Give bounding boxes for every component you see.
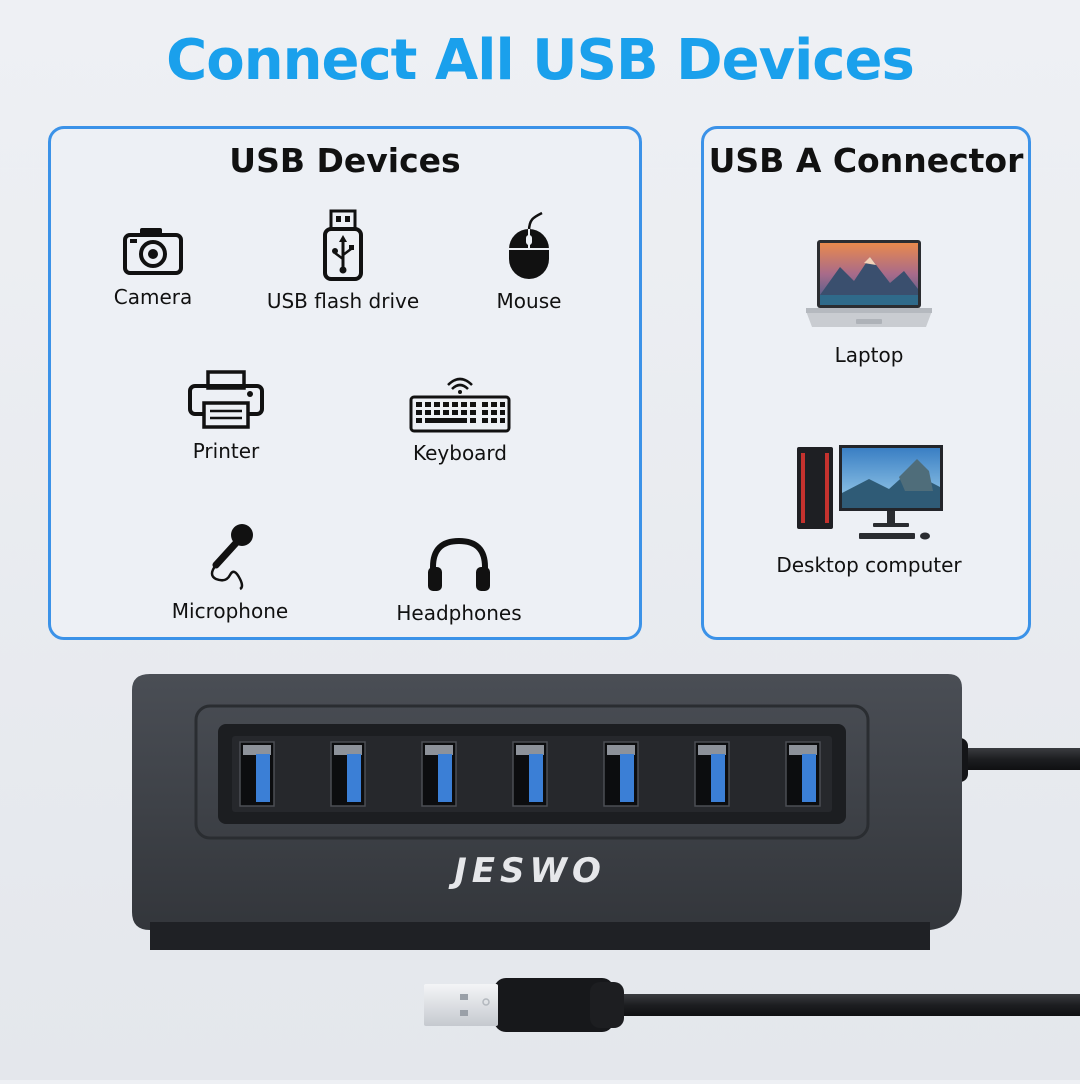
device-label: Mouse <box>496 289 562 313</box>
usb-a-connector-title: USB A Connector <box>708 141 1024 180</box>
keyboard-icon <box>409 377 511 433</box>
hub-base <box>150 922 930 950</box>
device-label: USB flash drive <box>266 289 420 313</box>
usb-devices-title: USB Devices <box>229 141 461 180</box>
desktop-computer-icon <box>797 445 943 540</box>
headphones-icon <box>428 537 490 591</box>
device-headphones: Headphones <box>389 537 529 625</box>
device-mouse: Mouse <box>479 211 579 313</box>
usb-port <box>512 741 548 807</box>
usb-devices-panel: USB Devices Camera USB flash drive <box>48 126 642 640</box>
laptop-icon <box>806 240 932 327</box>
device-printer: Printer <box>176 369 276 463</box>
camera-icon <box>123 228 183 275</box>
usb-hub-product: JESWO <box>0 660 1080 1080</box>
device-label: Printer <box>192 439 260 463</box>
usb-port <box>603 741 639 807</box>
usb-hub-illustration: JESWO <box>132 674 1080 1032</box>
headline: Connect All USB Devices <box>166 28 915 93</box>
hub-brand-logo: JESWO <box>448 851 606 891</box>
device-keyboard: Keyboard <box>395 371 525 465</box>
printer-icon <box>188 370 264 429</box>
host-desktop-computer: Desktop computer <box>744 441 994 577</box>
device-microphone: Microphone <box>163 521 297 623</box>
host-label: Laptop <box>834 343 904 367</box>
plug-housing <box>494 978 614 1032</box>
device-camera: Camera <box>103 225 203 309</box>
device-label: Keyboard <box>412 441 507 465</box>
plug-cable <box>600 994 1080 1016</box>
microphone-icon <box>210 524 253 591</box>
mouse-icon <box>509 211 549 279</box>
usb-flash-drive-icon <box>323 209 363 281</box>
port-panel-frame <box>194 704 870 840</box>
device-label: Camera <box>113 285 193 309</box>
usb-a-plug-connector <box>424 984 498 1026</box>
usb-port <box>785 741 821 807</box>
host-laptop: Laptop <box>769 237 969 367</box>
usb-port <box>239 741 275 807</box>
usb-port <box>694 741 730 807</box>
usb-a-connector-panel: USB A Connector Laptop <box>701 126 1031 640</box>
host-label: Desktop computer <box>776 553 962 577</box>
device-label: Microphone <box>171 599 289 623</box>
usb-port <box>330 741 366 807</box>
device-label: Headphones <box>396 601 522 625</box>
usb-ports <box>239 741 821 807</box>
usb-port <box>421 741 457 807</box>
device-usb-flash-drive: USB flash drive <box>263 209 423 313</box>
